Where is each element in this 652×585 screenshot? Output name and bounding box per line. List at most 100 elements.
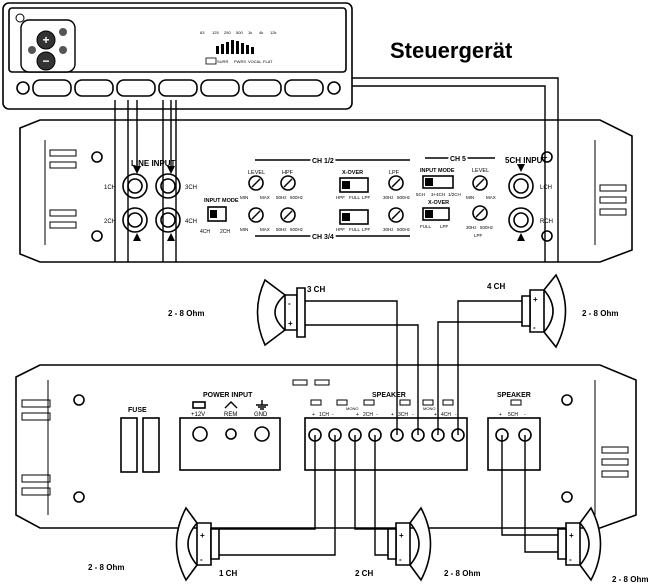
ch5-lpf-knob[interactable] (472, 205, 488, 221)
ch5-mode-option: 5CH (416, 192, 425, 197)
input-mode-option: 4CH (200, 229, 210, 235)
ch5-mode-option: 1/2CH (448, 192, 461, 197)
speaker-impedance-label: 2 - 8 Ohm (168, 309, 204, 318)
head-unit-display: 63 125 250 500 1k 4k 12k SURR PWRS VOCAL… (200, 30, 276, 65)
mono-label: MONO (346, 406, 358, 411)
fuse-label: FUSE (128, 407, 147, 414)
minus-sign: - (455, 412, 457, 418)
speaker-wires (219, 300, 558, 556)
ch34-label: CH 3/4 (312, 234, 334, 241)
ch5-level-knob[interactable] (472, 175, 488, 191)
speaker-channel-label: 2 CH (355, 569, 373, 578)
lpf-knob-ch12[interactable] (388, 175, 404, 191)
min-label: MIN (240, 195, 248, 200)
level-knob-ch12[interactable] (248, 175, 264, 191)
battery-icon (192, 401, 206, 409)
sch-channel-label: RCH (540, 219, 553, 225)
power-terminal-gnd[interactable] (254, 426, 270, 442)
minus-sign: - (533, 323, 536, 332)
minus-sign: - (332, 412, 334, 418)
speaker-5ch: + - (557, 506, 602, 582)
minus-sign: - (412, 412, 414, 418)
xover-label: X-OVER (342, 170, 363, 176)
ch5-mode-option: 3+4CH (431, 192, 445, 197)
power-terminal-block (179, 417, 281, 471)
minus-sign: - (569, 555, 572, 564)
hpf-label: HPF (282, 170, 294, 176)
power-terminal-label: +12V (191, 412, 205, 418)
speaker-impedance-label: 2 - 8 Ohm (582, 309, 618, 318)
minus-sign: - (399, 555, 402, 564)
rca-jack-4ch[interactable] (155, 207, 181, 233)
plus-sign: + (434, 412, 437, 418)
sch-channel-label: LCH (540, 185, 552, 191)
max-label: MAX (260, 227, 270, 232)
hpf-knob-ch34[interactable] (280, 207, 296, 223)
ch12-label: CH 1/2 (312, 158, 334, 165)
mono-label: MONO (423, 406, 435, 411)
ch5-xover-option: FULL (420, 224, 432, 229)
lpf-min-label: 30Hz (383, 227, 394, 232)
speaker-channel-label: 1 CH (219, 569, 237, 578)
hpf-knob-ch12[interactable] (280, 175, 296, 191)
fuse-holder[interactable] (120, 417, 160, 473)
xover-option: HPF (336, 195, 345, 200)
head-unit-nav-pad[interactable]: + − (20, 19, 76, 73)
ground-icon (256, 400, 268, 410)
plus-sign: + (288, 319, 293, 328)
min-label: MIN (240, 227, 248, 232)
band-label: 1k (248, 30, 252, 35)
line-input-label: LINE INPUT (131, 159, 176, 168)
level-label: LEVEL (248, 170, 265, 176)
minus-sign: - (288, 299, 291, 308)
xover-option: LPF (362, 227, 371, 232)
speaker2-terminal-block (487, 417, 541, 471)
ch5-xover-option: LPF (440, 224, 449, 229)
lpf-max-label: 500Hz (397, 195, 411, 200)
lpf-min-label: 30Hz (466, 225, 477, 230)
head-unit-title: Steuergerät (390, 38, 513, 63)
lpf-max-label: 500Hz (480, 225, 494, 230)
mode-label: PWRS (234, 59, 246, 64)
rca-jack-3ch[interactable] (155, 173, 181, 199)
lpf-min-label: 30Hz (383, 195, 394, 200)
speaker-terminal-label: 4CH (441, 412, 451, 418)
upper-amplifier: LINE INPUT 1CH 2CH 3CH 4CH INPUT MODE 4C… (19, 119, 633, 263)
band-label: 4k (259, 30, 263, 35)
plus-sign: + (569, 531, 574, 540)
power-terminal-12v[interactable] (192, 426, 208, 442)
rca-jack-5ch-left[interactable] (508, 173, 534, 199)
level-knob-ch34[interactable] (248, 207, 264, 223)
rca-jack-2ch[interactable] (122, 207, 148, 233)
lpf-knob-ch34[interactable] (388, 207, 404, 223)
sch-input-label: 5CH INPUT (505, 156, 547, 165)
hpf-min-label: 50Hz (276, 195, 287, 200)
preset-buttons[interactable] (16, 79, 341, 97)
speaker-terminal-label: 2CH (363, 412, 373, 418)
rca-cables (114, 77, 559, 262)
minus-sign: - (524, 412, 526, 418)
speaker-impedance-label: 2 - 8 Ohm (88, 563, 124, 572)
rca-jack-1ch[interactable] (122, 173, 148, 199)
input-mode-label: INPUT MODE (204, 198, 239, 204)
plus-sign: + (312, 412, 315, 418)
xover-option: HPF (336, 227, 345, 232)
max-label: MAX (260, 195, 270, 200)
max-label: MAX (486, 195, 496, 200)
plus-sign: + (499, 412, 502, 418)
plus-sign: + (533, 295, 538, 304)
rca-jack-5ch-right[interactable] (508, 207, 534, 233)
mode-label: VOCAL (248, 59, 262, 64)
plus-sign: + (391, 412, 394, 418)
ch5-lpf-label: LPF (474, 233, 483, 238)
lpf-label: LPF (389, 170, 400, 176)
power-terminal-rem[interactable] (225, 428, 237, 440)
min-label: MIN (466, 195, 474, 200)
plus-icon: + (42, 33, 49, 47)
line-channel-label: 3CH (185, 185, 197, 191)
lower-amplifier: FUSE POWER INPUT +12V REM GND SPEAKER + … (15, 364, 637, 529)
mode-label: SURR (217, 59, 228, 64)
speaker-impedance-label: 2 - 8 Ohm (444, 569, 480, 578)
band-label: 12k (270, 30, 276, 35)
line-channel-label: 2CH (104, 219, 116, 225)
